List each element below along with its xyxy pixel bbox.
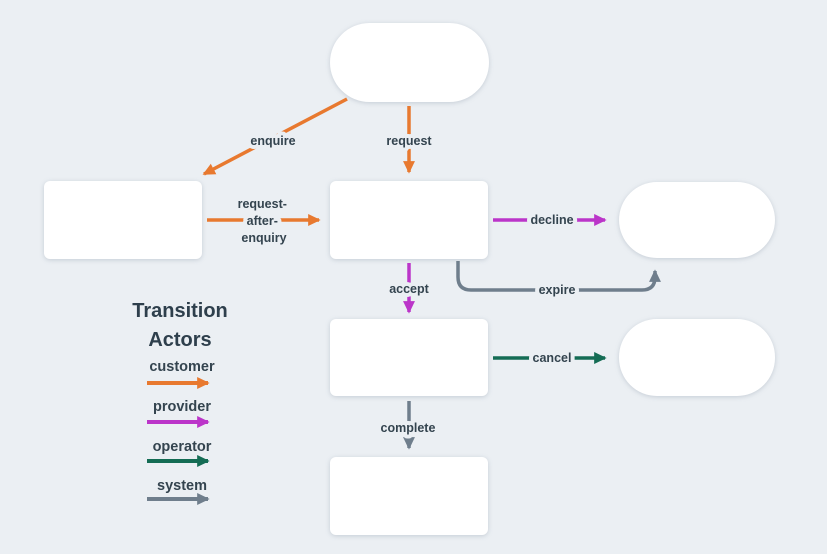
- transition-actors-legend: Transition Actors customer provider oper…: [132, 300, 228, 505]
- legend-label-system: system: [157, 478, 207, 494]
- transition-label-request-after-enquiry: request- after- enquiry: [238, 197, 291, 245]
- transition-label-decline: decline: [530, 213, 573, 227]
- transition-label-cancel: cancel: [533, 351, 572, 365]
- transitions: enquire request request- after- enquiry …: [202, 97, 661, 450]
- state-node-pending: [330, 181, 488, 259]
- state-node-completed: [330, 457, 488, 535]
- state-node-enquiry: [44, 181, 202, 259]
- legend-label-provider: provider: [153, 399, 211, 415]
- transition-label-request: request: [386, 134, 432, 148]
- transition-label-expire: expire: [539, 283, 576, 297]
- legend-title-line-1: Transition: [132, 300, 228, 322]
- legend-label-customer: customer: [149, 359, 215, 375]
- state-node-initial-stadium: [330, 23, 489, 102]
- transition-label-complete: complete: [381, 421, 436, 435]
- transition-arrow-expire: [456, 261, 661, 292]
- state-nodes: [44, 23, 775, 535]
- state-node-declined-stadium: [619, 182, 775, 258]
- state-node-cancelled-stadium: [619, 319, 775, 396]
- transition-label-accept: accept: [389, 282, 429, 296]
- legend-label-operator: operator: [153, 439, 212, 455]
- transition-label-enquire: enquire: [250, 134, 295, 148]
- state-node-accepted: [330, 319, 488, 396]
- transition-arrow-enquire: [202, 97, 348, 176]
- legend-title-line-2: Actors: [148, 329, 211, 351]
